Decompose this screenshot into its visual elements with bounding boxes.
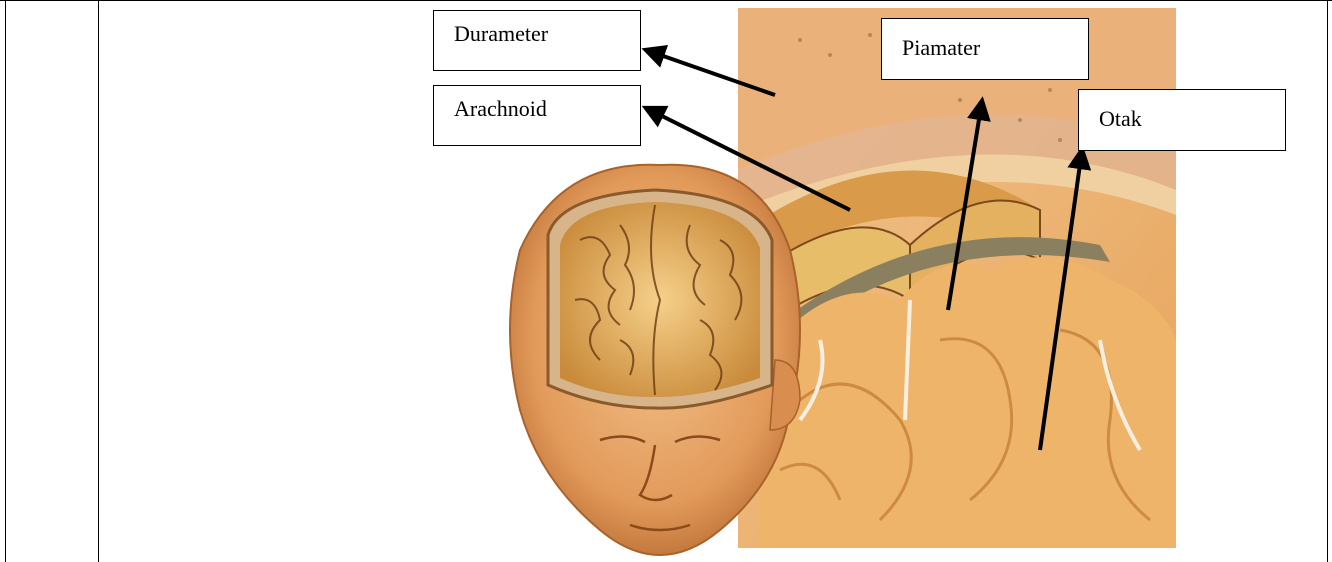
label-piamater: Piamater bbox=[881, 18, 1089, 80]
label-durameter: Durameter bbox=[433, 10, 641, 71]
label-otak: Otak bbox=[1078, 89, 1286, 151]
label-arachnoid: Arachnoid bbox=[433, 85, 641, 146]
